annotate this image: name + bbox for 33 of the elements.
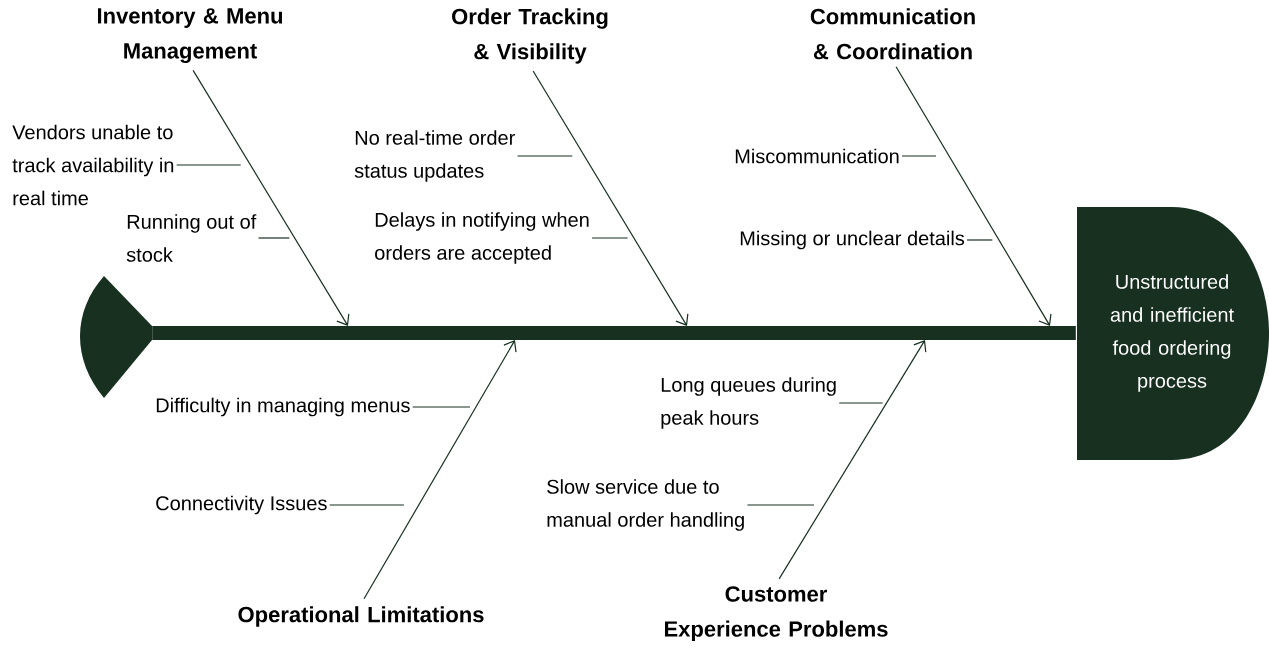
leader-line	[591, 237, 629, 239]
cause-text: Miscommunication	[735, 148, 899, 164]
fishbone-arrow	[532, 70, 689, 326]
cause-text: Running out of stock	[126, 214, 257, 262]
category-heading: Operational Limitations	[238, 606, 484, 627]
leader-line	[329, 504, 405, 506]
category-heading: Customer Experience Problems	[665, 586, 888, 642]
cause-text: Difficulty in managing menus	[156, 397, 410, 417]
leader-line	[901, 155, 937, 157]
category-heading: Inventory & Menu Management	[97, 8, 283, 64]
cause-text: Vendors unable to track availability in real time	[12, 124, 174, 206]
cause-text: Missing or unclear details	[740, 230, 965, 250]
leader-line	[746, 504, 815, 506]
leader-line	[838, 402, 884, 404]
leader-line	[176, 164, 242, 166]
category-heading: Communication & Coordination	[810, 8, 975, 60]
fishbone-arrow	[363, 340, 517, 600]
cause-text: No real-time order status updates	[354, 130, 515, 182]
fishbone-arrow	[192, 69, 350, 326]
leader-line	[257, 237, 290, 239]
fishbone-arrow	[778, 340, 927, 580]
cause-text: Connectivity Issues	[156, 495, 327, 515]
leader-line	[516, 155, 573, 157]
spine	[152, 326, 1076, 340]
leader-line	[966, 239, 993, 241]
fish-head: Unstructured and inefficient food ordering process	[1077, 207, 1269, 460]
fish-tail	[80, 276, 152, 398]
cause-text: Long queues during peak hours	[661, 377, 836, 429]
category-heading: Order Tracking & Visibility	[452, 8, 608, 64]
cause-text: Slow service due to manual order handling	[547, 479, 744, 531]
cause-text: Delays in notifying when orders are accepted	[375, 212, 589, 264]
leader-line	[412, 406, 471, 408]
fishbone-arrow	[895, 66, 1052, 326]
